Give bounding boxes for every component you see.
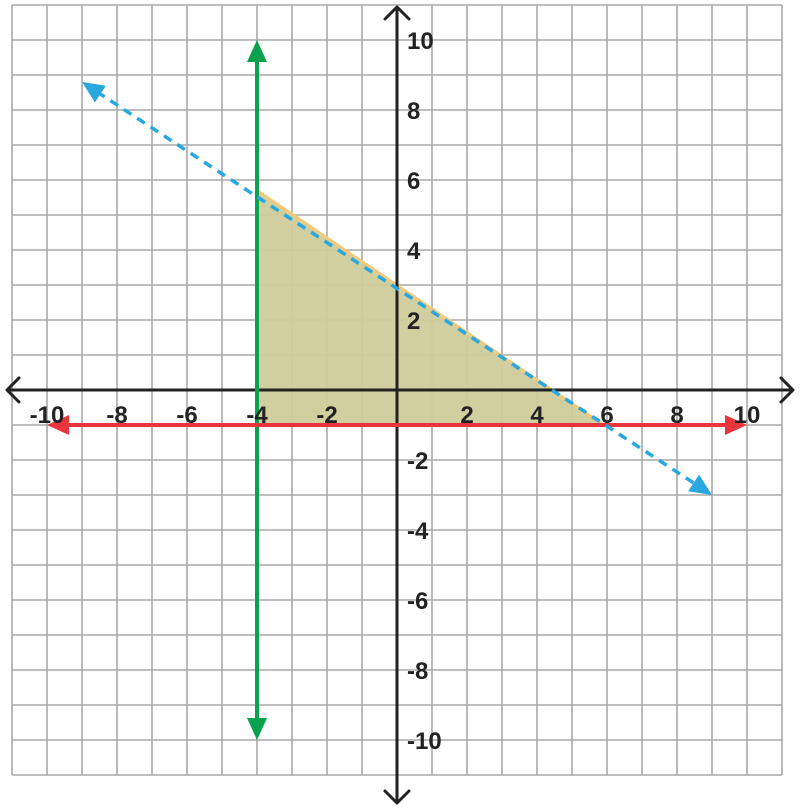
x-tick-label: 2 (460, 402, 473, 429)
x-tick-label: -8 (106, 402, 127, 429)
vertical-line-start-arrow-icon (247, 40, 267, 62)
y-axis-down-arrow-icon (383, 789, 411, 805)
y-tick-label: 10 (407, 28, 434, 55)
vertical-line-end-arrow-icon (247, 718, 267, 740)
y-tick-label: 6 (407, 168, 420, 195)
y-tick-label: -8 (407, 658, 428, 685)
x-axis-right-arrow-icon (779, 376, 795, 404)
dashed-line-end-arrow-icon (688, 474, 712, 495)
y-tick-label: -6 (407, 588, 428, 615)
x-tick-label: -2 (316, 402, 337, 429)
x-axis-left-arrow-icon (5, 376, 21, 404)
x-tick-label: 6 (600, 402, 613, 429)
dashed-line-start-arrow-icon (82, 82, 106, 103)
x-tick-label: 4 (530, 402, 544, 429)
y-tick-label: -4 (407, 518, 429, 545)
x-tick-label: -10 (30, 402, 65, 429)
y-tick-label: -2 (407, 448, 428, 475)
x-tick-label: 10 (734, 402, 761, 429)
y-tick-label: 2 (407, 308, 420, 335)
horizontal-line-end-arrow-icon (725, 415, 747, 435)
axes (5, 5, 795, 805)
x-tick-label: -4 (246, 402, 268, 429)
x-tick-label: -6 (176, 402, 197, 429)
y-axis-up-arrow-icon (383, 5, 411, 21)
y-tick-label: 4 (407, 238, 421, 265)
y-tick-label: -10 (407, 728, 442, 755)
tick-labels: -10 -8 -6 -4 -2 2 4 6 8 10 -10 -8 -6 -4 -2 2 4 6 8 10 (30, 28, 761, 755)
horizontal-line-start-arrow-icon (47, 415, 69, 435)
x-tick-label: 8 (670, 402, 683, 429)
boundary-lines (47, 40, 747, 740)
dashed-line (96, 90, 698, 487)
y-tick-label: 8 (407, 98, 420, 125)
